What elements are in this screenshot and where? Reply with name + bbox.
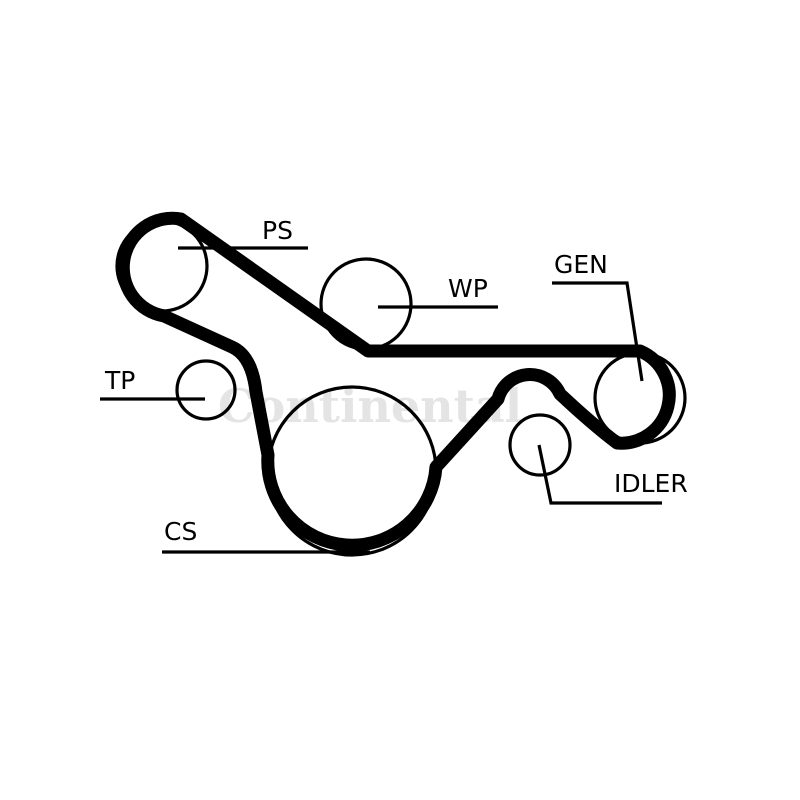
label-tp: TP bbox=[104, 366, 135, 395]
leader-idler bbox=[537, 444, 662, 505]
pulley-tp bbox=[175, 359, 237, 421]
label-cs: CS bbox=[164, 517, 197, 546]
leader-gen bbox=[552, 281, 644, 382]
label-idler: IDLER bbox=[614, 469, 688, 498]
pulley-gen bbox=[593, 351, 687, 445]
pulley-idler bbox=[508, 413, 572, 477]
pulley-ps bbox=[115, 219, 209, 313]
label-wp: WP bbox=[448, 274, 488, 303]
pulley-wp bbox=[319, 257, 413, 351]
label-ps: PS bbox=[262, 216, 293, 245]
pulley-cs bbox=[266, 385, 438, 557]
label-gen: GEN bbox=[554, 250, 608, 279]
